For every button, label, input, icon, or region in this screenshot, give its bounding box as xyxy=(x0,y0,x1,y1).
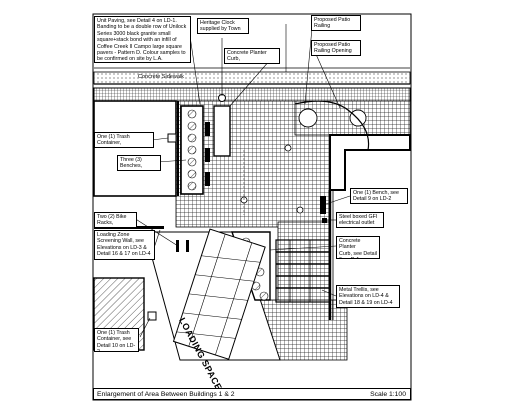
loading-space xyxy=(172,228,266,360)
callout-bike-racks: Two (2) Bike Racks, see Detail 7 on LD-2 xyxy=(94,212,137,228)
trash-container-bottom xyxy=(147,311,157,321)
drawing-title: Enlargement of Area Between Buildings 1 … xyxy=(97,391,235,398)
callout-loading-zone: Loading Zone Screening Wall, see Elevati… xyxy=(94,230,155,260)
patio-tree-2 xyxy=(349,109,367,127)
light-fixture xyxy=(284,144,292,152)
bench xyxy=(205,172,210,186)
gfi-outlet xyxy=(322,218,327,223)
shrub xyxy=(187,133,197,143)
shrub xyxy=(187,145,197,155)
patio-tree-1 xyxy=(298,108,318,128)
patio-railing xyxy=(294,100,370,151)
light-fixture xyxy=(296,206,304,214)
trash-container-top xyxy=(167,133,177,143)
callout-benches: Three (3) Benches, see Detail 9 on LD-2 xyxy=(117,155,161,171)
callout-patio-railing-opening: Proposed Patio Railing Opening xyxy=(311,40,361,56)
metal-trellis xyxy=(275,239,331,303)
shrub xyxy=(187,109,197,119)
leader-lines xyxy=(133,27,351,338)
bench xyxy=(205,148,210,162)
shrub xyxy=(187,157,197,167)
callout-metal-trellis: Metal Trellis, see Elevations on LD-4 & … xyxy=(336,285,400,308)
central-planter xyxy=(213,105,231,157)
drawing-scale: Scale 1:100 xyxy=(370,391,406,398)
callout-bench-right: One (1) Bench, see Detail 9 on LD-2 xyxy=(350,188,408,204)
callout-trash-top: One (1) Trash Container, see Detail 10 o… xyxy=(94,132,154,148)
callout-unit-paving: Unit Paving, see Detail 4 on LD-1. Bandi… xyxy=(94,16,191,63)
callout-trash-bottom: One (1) Trash Container, see Detail 10 o… xyxy=(94,328,139,352)
callout-planter-curb-right: Concrete Planter Curb, see Detail 6 on D… xyxy=(336,236,380,259)
plant xyxy=(259,291,269,301)
paving-band-top xyxy=(93,87,411,102)
sidewalk-label: Concrete Sidewalk xyxy=(138,74,184,80)
shrub xyxy=(187,169,197,179)
building-1-wall xyxy=(93,100,177,197)
shrub xyxy=(187,121,197,131)
callout-patio-railing: Proposed Patio Railing xyxy=(311,15,361,31)
title-block: Enlargement of Area Between Buildings 1 … xyxy=(93,388,411,400)
callout-gfi-outlet: Steel boxed GFI electrical outlet xyxy=(336,212,384,228)
shrub xyxy=(187,181,197,191)
bench-right xyxy=(320,196,326,214)
callout-planter-curb-top: Concrete Planter Curb, see Detail 6 on D… xyxy=(224,48,280,64)
bench xyxy=(205,122,210,136)
bike-rack xyxy=(186,240,189,252)
callout-heritage-clock: Heritage Clock supplied by Town xyxy=(197,18,249,34)
